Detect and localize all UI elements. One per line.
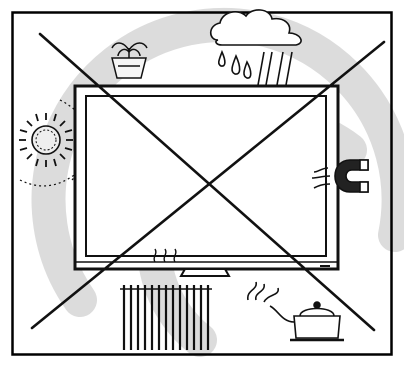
tv-placement-warning-figure [0, 0, 404, 367]
